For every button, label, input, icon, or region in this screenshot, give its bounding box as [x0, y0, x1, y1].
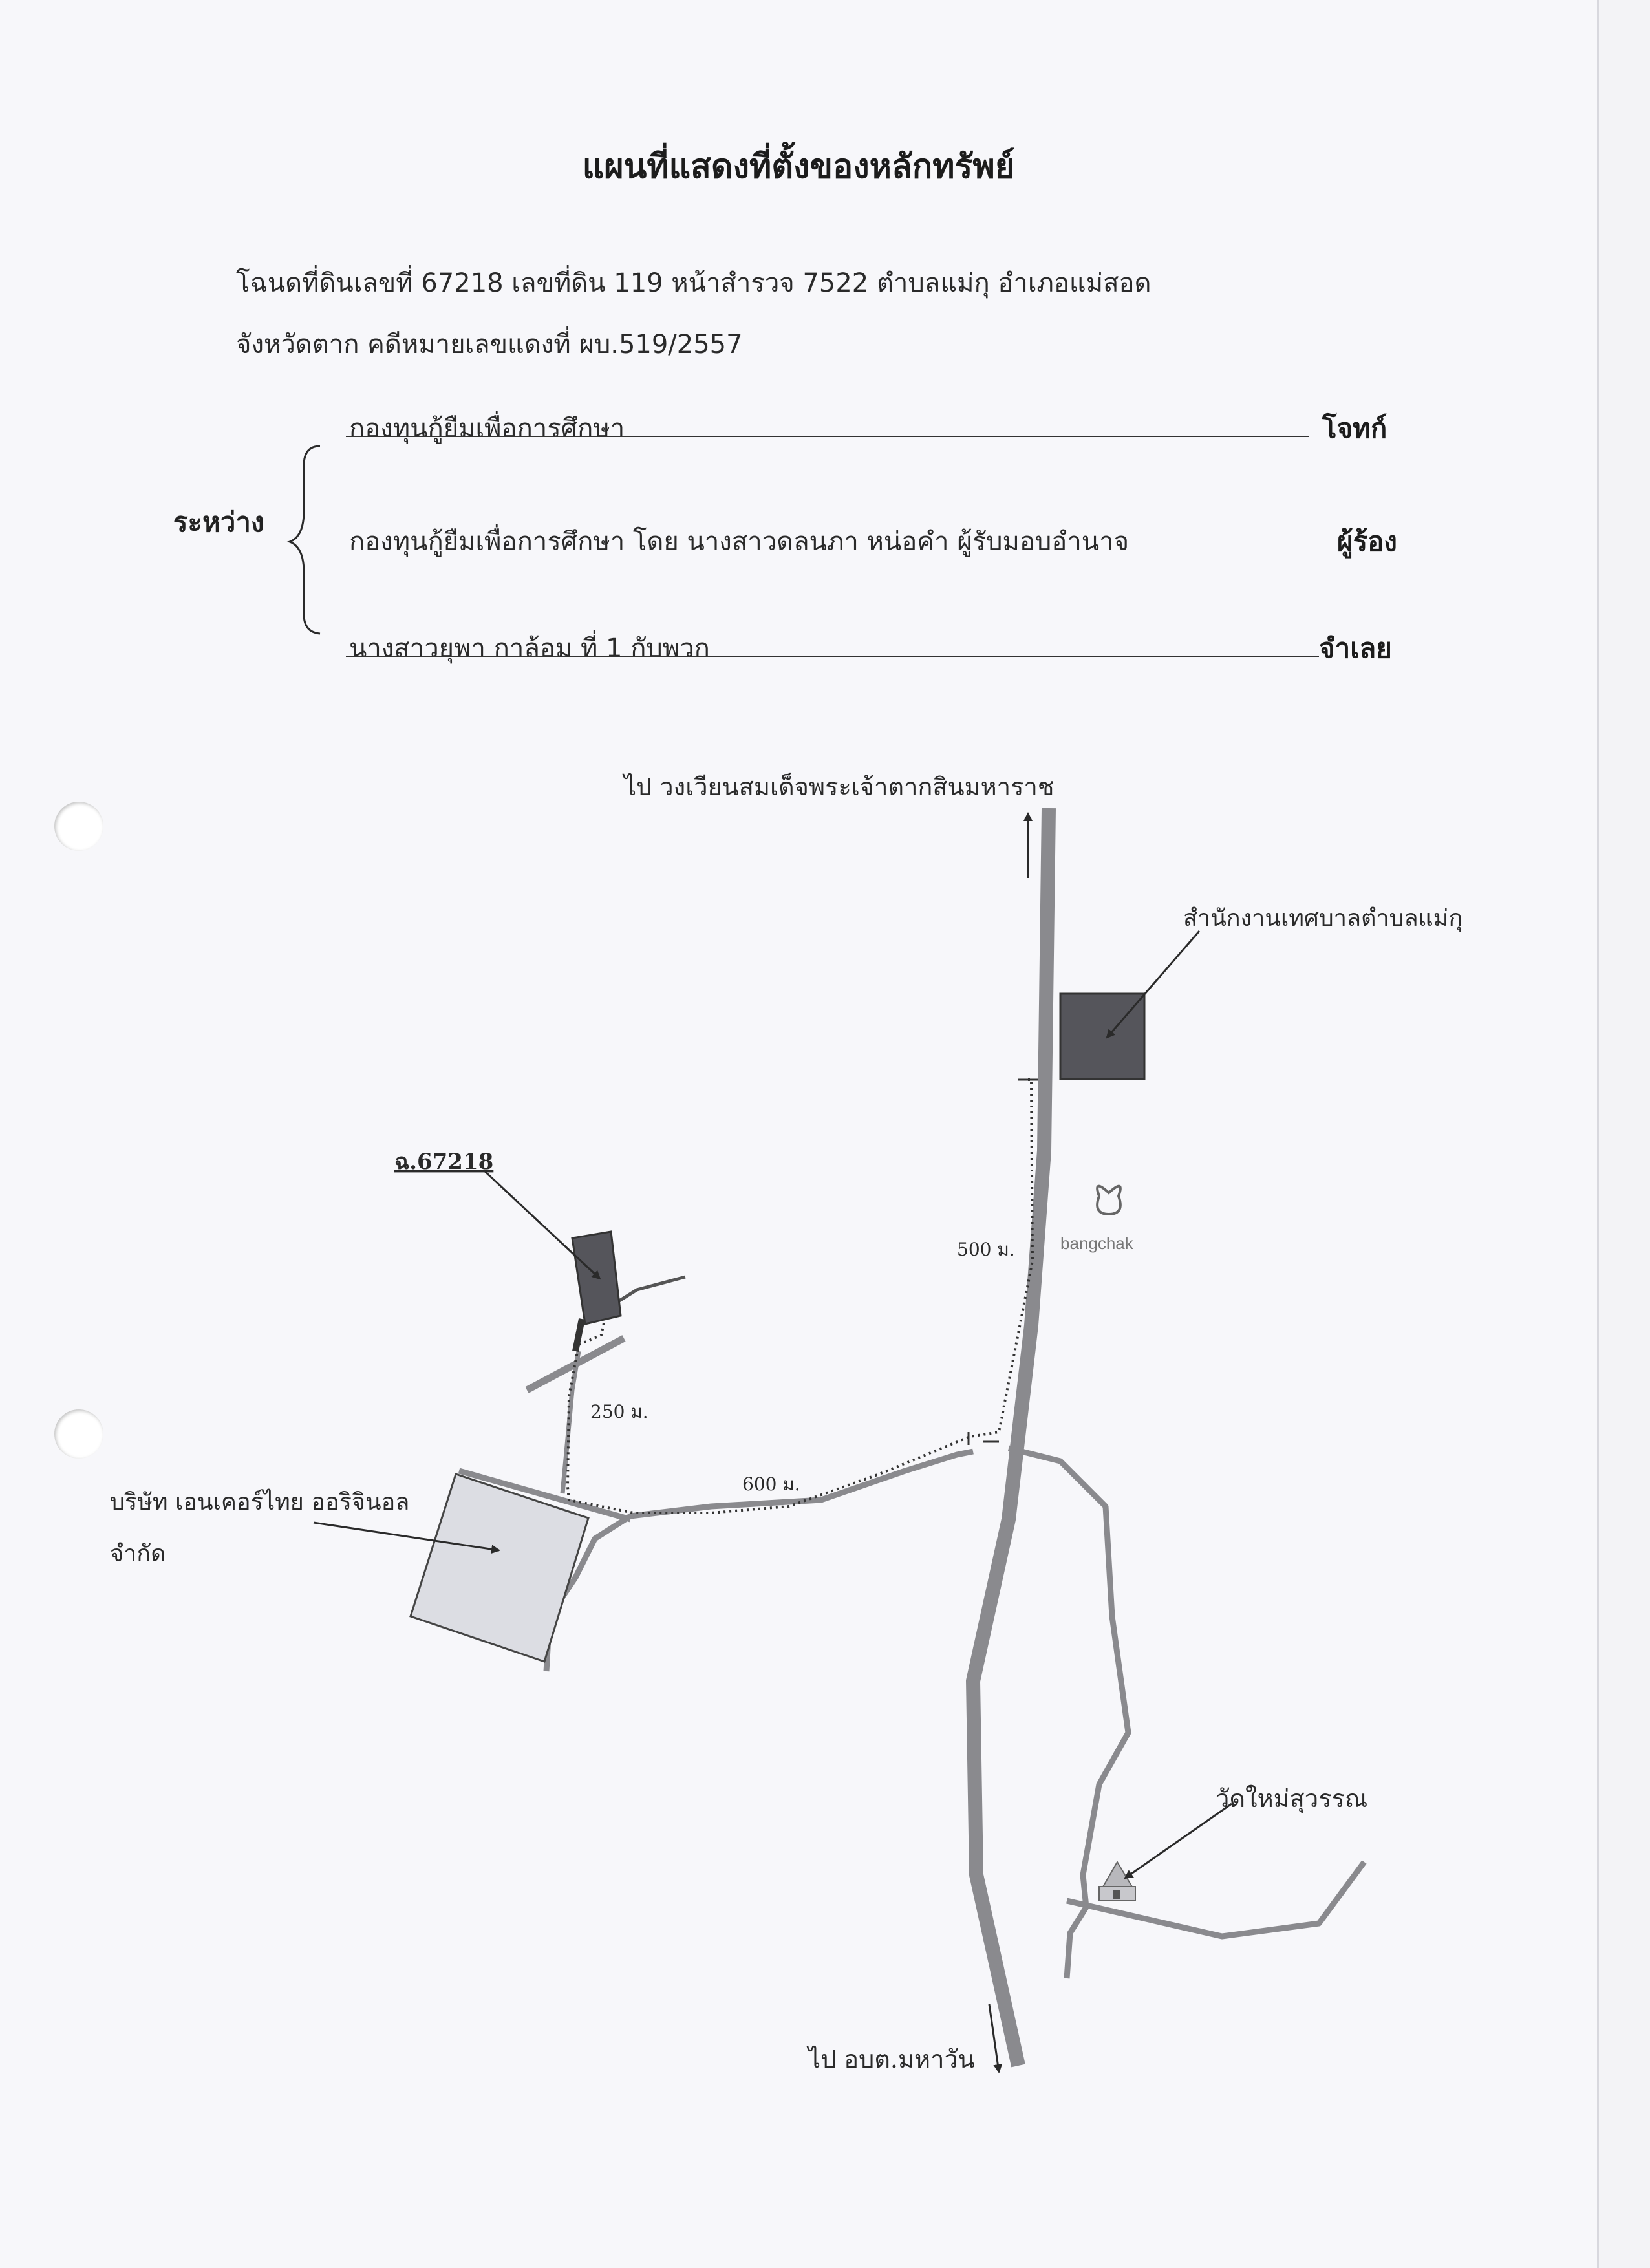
- punch-hole: [54, 1409, 103, 1459]
- temple-label: วัดใหม่สุวรรณ: [1216, 1784, 1367, 1813]
- company-access-road: [458, 1468, 632, 1523]
- defendant-role: จำเลย: [1319, 632, 1392, 664]
- defendant-underline: [346, 656, 1319, 657]
- parcel-cross-road: [525, 1335, 626, 1393]
- curly-brace: [286, 445, 321, 635]
- plaintiff-underline: [346, 436, 1309, 437]
- company-label-line1: บริษัท เอนเคอร์ไทย ออริจินอล: [110, 1488, 409, 1515]
- temple-side-road: [1066, 1860, 1367, 1940]
- south-direction-label: ไป อบต.มหาวัน: [806, 2045, 975, 2073]
- temple-leader: [1124, 1803, 1232, 1879]
- plaintiff-name: กองทุนกู้ยืมเพื่อการศึกษา: [349, 414, 625, 444]
- temple-icon: [1098, 1861, 1136, 1901]
- punch-hole: [54, 802, 103, 851]
- main-road: [966, 808, 1056, 2068]
- company-leader: [313, 1521, 500, 1554]
- north-direction-label: ไป วงเวียนสมเด็จพระเจ้าตากสินมหาราช: [622, 772, 1055, 801]
- case-line: จังหวัดตาก คดีหมายเลขแดงที่ ผบ.519/2557: [236, 330, 743, 359]
- municipal-office-label: สำนักงานเทศบาลตำบลแม่กุ: [1183, 905, 1462, 932]
- parcel-drive: [572, 1318, 585, 1352]
- bangchak-label: bangchak: [1060, 1234, 1134, 1253]
- bangchak-logo: [1096, 1184, 1122, 1216]
- petitioner-name: กองทุนกู้ยืมเพื่อการศึกษา โดย นางสาวดลนภ…: [349, 527, 1130, 557]
- defendant-name: นางสาวยุพา กาล้อม ที่ 1 กับพวก: [349, 634, 710, 663]
- deed-line: โฉนดที่ดินเลขที่ 67218 เลขที่ดิน 119 หน้…: [236, 268, 1152, 298]
- petitioner-role: ผู้ร้อง: [1337, 526, 1397, 557]
- municipal-office-leader: [1106, 930, 1201, 1039]
- company-building: [409, 1473, 590, 1663]
- plaintiff-role: โจทก์: [1322, 412, 1388, 444]
- municipal-office-building: [1059, 992, 1146, 1080]
- parcel-plot: [571, 1230, 622, 1325]
- east-loop-road: [1007, 1445, 1131, 1979]
- route-dotted: [566, 1078, 1034, 1514]
- document-page: [1597, 0, 1599, 2268]
- parcel-leader: [482, 1169, 601, 1280]
- parcel-label: ฉ.67218: [394, 1149, 493, 1175]
- distance-250: 250 ม.: [590, 1401, 648, 1422]
- page-title: แผนที่แสดงที่ตั้งของหลักทรัพย์: [582, 147, 1015, 186]
- between-label: ระหว่าง: [173, 506, 264, 538]
- distance-500: 500 ม.: [957, 1239, 1015, 1260]
- company-label-line2: จำกัด: [110, 1541, 166, 1567]
- south-arrow: [988, 2004, 1003, 2073]
- distance-600: 600 ม.: [742, 1473, 800, 1495]
